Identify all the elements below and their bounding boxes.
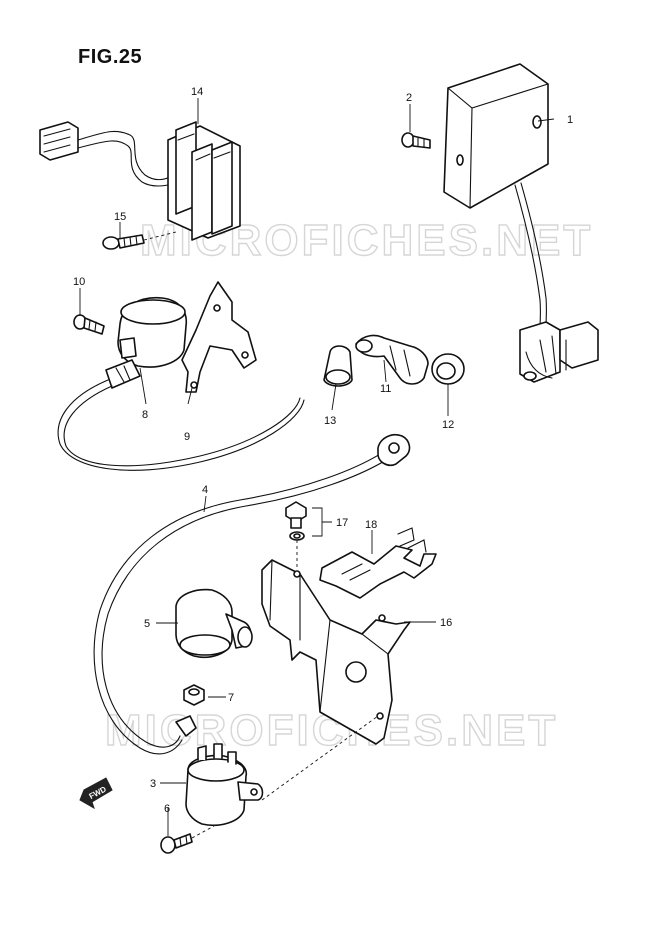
regulator-rectifier [39,121,241,241]
callout-12: 12 [442,419,454,431]
spark-plug-cap [355,334,429,385]
callout-15: 15 [114,211,126,223]
starter-cable [93,433,411,755]
callout-17: 17 [336,517,348,529]
callout-9: 9 [184,431,190,443]
relay-bracket [261,559,411,801]
bolt-17 [285,501,307,570]
callout-6: 6 [164,803,170,815]
callout-10: 10 [73,276,85,288]
callout-13: 13 [324,415,336,427]
screw-6 [160,825,215,854]
ignition-coil-bracket [181,281,257,393]
seal-12 [431,353,465,385]
figure-title: FIG.25 [78,46,143,68]
callout-2: 2 [406,92,412,104]
high-tension-lead [57,379,305,471]
clamp-18 [319,527,437,599]
starter-relay [185,743,264,826]
callout-1: 1 [567,114,573,126]
callout-7: 7 [228,692,234,704]
callout-8: 8 [142,409,148,421]
screw-15 [102,231,177,250]
callout-4: 4 [202,484,208,496]
callout-18: 18 [365,519,377,531]
cdi-unit [443,63,599,383]
screw-2 [401,132,431,149]
callout-3: 3 [150,778,156,790]
nut-7 [183,684,205,706]
screw-10 [73,314,105,335]
callout-16: 16 [440,617,452,629]
callout-14: 14 [191,86,203,98]
callout-11: 11 [380,383,391,395]
cap-13 [323,345,353,387]
ignition-coil [105,297,188,389]
fwd-arrow-icon: FWD [79,777,113,810]
terminal-boot [175,588,253,658]
callout-5: 5 [144,618,150,630]
